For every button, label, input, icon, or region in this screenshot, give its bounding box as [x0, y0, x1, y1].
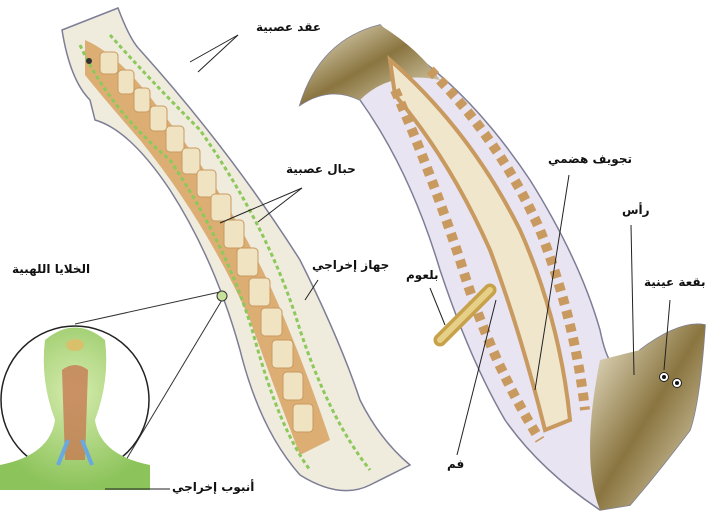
nerve-cord-right — [108, 34, 372, 471]
flame-cell-inset — [0, 290, 228, 490]
label-pharynx: بلعوم — [406, 268, 439, 282]
right-planarian — [298, 24, 706, 511]
left-gut — [85, 40, 330, 455]
label-eyespot: بقعة عينية — [644, 275, 706, 289]
head-flap — [300, 25, 440, 105]
label-excretory-tubule: أنبوب إخراجي — [172, 480, 255, 494]
eyespot-left — [86, 58, 92, 64]
digestive-cavity — [387, 54, 573, 433]
gut-branch-left — [390, 87, 545, 443]
cilia-flame — [56, 439, 94, 466]
label-flame-cells: الخلايا اللهبية — [12, 262, 91, 276]
label-head: رأس — [622, 203, 650, 217]
head-region — [590, 324, 705, 510]
label-digestive-cavity: تجويف هضمي — [548, 152, 632, 166]
gut-branch-right — [426, 66, 590, 411]
gut-diverticula — [99, 51, 314, 433]
label-mouth: فم — [447, 457, 465, 471]
label-ganglia: عقد عصبية — [256, 20, 322, 34]
nerve-cord-left — [78, 44, 312, 471]
leader-lines — [105, 34, 671, 490]
label-excretory-system: جهاز إخراجي — [312, 258, 390, 272]
label-nerve-cords: حبال عصبية — [286, 162, 356, 176]
left-planarian — [61, 7, 412, 492]
